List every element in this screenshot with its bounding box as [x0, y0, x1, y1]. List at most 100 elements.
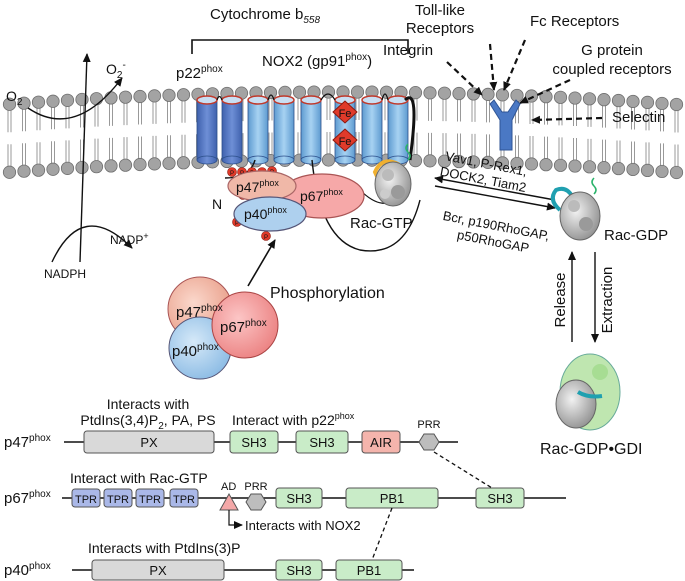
lipid-head	[17, 164, 31, 178]
lipid-head	[75, 160, 89, 175]
extraction-label: Extraction	[599, 267, 616, 334]
p67-sh3-domain	[275, 487, 323, 509]
nadph-reaction-arrow	[51, 225, 133, 263]
lipid-head	[495, 156, 510, 170]
lipid-head	[655, 164, 669, 179]
lipid-head	[524, 89, 539, 103]
lipid-head	[437, 86, 452, 100]
lipid-head	[437, 154, 452, 168]
p67-tpr-domain	[169, 488, 199, 508]
svg-text:AD: AD	[221, 481, 236, 493]
p47-free-label: p47phox	[176, 303, 223, 321]
helix	[247, 95, 269, 165]
svg-text:P: P	[230, 171, 234, 177]
svg-text:SH3: SH3	[309, 435, 334, 450]
p47-sh3a-domain	[229, 430, 279, 454]
translocation-arrow	[247, 239, 276, 287]
lipid-head	[423, 86, 437, 100]
lipid-head	[597, 161, 611, 175]
nadph-label: NADPH	[44, 267, 86, 281]
lipid-head	[147, 157, 162, 171]
lipid-head	[17, 96, 31, 110]
lipid-head	[452, 86, 466, 101]
helix	[196, 95, 218, 165]
rac-gdp-structure	[550, 177, 601, 241]
p67-rac-note: Interact with Rac-GTP	[70, 470, 208, 486]
lipid-head	[31, 163, 46, 177]
lipid-head	[640, 163, 655, 178]
p40-bound	[233, 196, 307, 232]
nadp-label: NADP+	[110, 231, 149, 247]
cytochrome-label: Cytochrome b558	[210, 6, 320, 26]
lipid-head	[597, 93, 611, 107]
lipid-head	[524, 157, 539, 171]
lipid-head	[539, 158, 553, 172]
lipid-head	[162, 88, 176, 102]
p67-tpr-label: TPR	[107, 494, 129, 506]
lipid-head	[89, 92, 104, 106]
lipid-head	[118, 158, 133, 172]
lipid-head	[2, 97, 17, 111]
gef-arrow	[434, 175, 556, 201]
cytochrome-bracket	[191, 39, 409, 54]
p67-free-label: p67phox	[220, 318, 267, 336]
lipid-head	[452, 154, 466, 169]
svg-text:SH3: SH3	[487, 491, 512, 506]
lipid-head	[626, 162, 640, 177]
p40-px-domain	[91, 559, 225, 581]
svg-text:SH3: SH3	[286, 491, 311, 506]
lipid-head	[46, 162, 60, 176]
phosphorylation-label: Phosphorylation	[270, 285, 385, 302]
p67-tpr-label: TPR	[139, 494, 161, 506]
o2-reaction-arrow	[27, 77, 123, 120]
lipid-head	[263, 85, 278, 100]
lipid-head	[553, 90, 568, 104]
svg-text:SH3: SH3	[241, 435, 266, 450]
heme-groups: Fe Fe	[332, 100, 358, 152]
svg-text:AIR: AIR	[370, 435, 392, 450]
lipid-head	[176, 88, 191, 102]
p67-prr-domain	[245, 493, 267, 511]
p47-sh3b-domain	[295, 430, 349, 454]
lipid-head	[321, 153, 336, 167]
p40-row-name: p40phox	[4, 561, 51, 579]
lipid-head	[408, 154, 423, 168]
lipid-head	[510, 156, 524, 171]
lipid-head	[408, 86, 423, 100]
superoxide-label: O2-	[106, 60, 126, 81]
lipid-head	[626, 94, 640, 109]
lipid-head	[582, 92, 597, 106]
phospho-icon: P	[261, 231, 271, 241]
lipid-head	[495, 88, 510, 102]
lipid-head	[640, 95, 655, 110]
lipid-head	[350, 85, 365, 99]
lipid-head	[553, 158, 568, 172]
p67-tpr-domain	[71, 488, 101, 508]
gap-list: Bcr, p190RhoGAP,p50RhoGAP	[439, 208, 551, 259]
nox2-label: NOX2 (gp91phox)	[262, 52, 372, 70]
p67-tpr-label: TPR	[75, 494, 97, 506]
receptor-icon	[489, 99, 521, 151]
p67-tpr-domain	[135, 488, 165, 508]
lipid-head	[31, 95, 46, 109]
rac-gtp-structure	[372, 143, 412, 207]
p40-bound-label: p40phox	[244, 205, 287, 222]
svg-text:PB1: PB1	[380, 491, 405, 506]
o2-label: O2	[6, 88, 23, 108]
rac-gdi-label: Rac-GDP•GDI	[540, 441, 643, 458]
helix	[361, 95, 383, 165]
lipid-head	[118, 90, 133, 104]
helix	[273, 95, 295, 165]
lipid-head	[176, 156, 191, 170]
lipid-head	[133, 157, 147, 172]
gap-arrow	[434, 185, 556, 211]
p47-air-domain	[361, 430, 401, 454]
helix	[221, 95, 243, 165]
p47-p22-note: Interact with p22phox	[232, 411, 355, 428]
lipid-head	[611, 93, 626, 108]
p40-note: Interacts with PtdIns(3)P	[88, 540, 241, 556]
